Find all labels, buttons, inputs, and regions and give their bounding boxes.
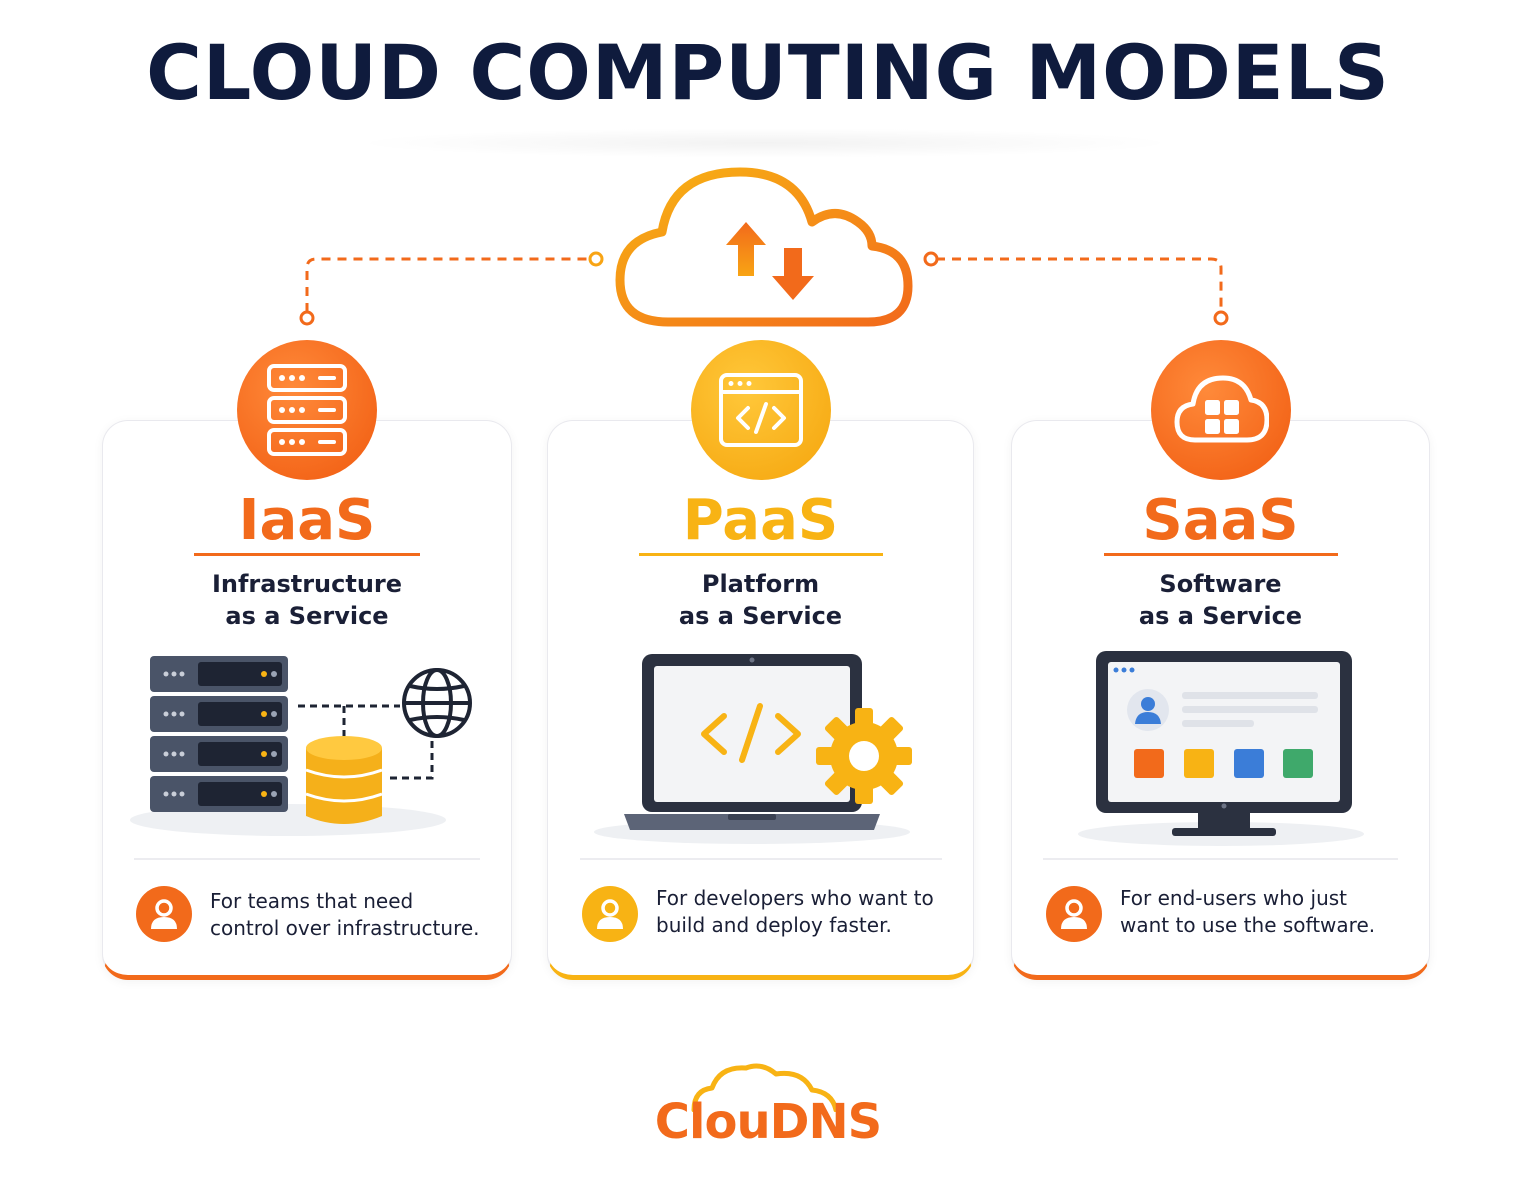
center-right-dot	[923, 251, 939, 267]
iaas-subtitle-line2: as a Service	[225, 602, 389, 630]
iaas-description: For teams that need control over infrast…	[210, 888, 500, 942]
gear-icon	[816, 708, 912, 804]
iaas-acronym: IaaS	[238, 488, 376, 553]
iaas-rule	[194, 553, 420, 556]
database-cylinder	[305, 736, 383, 824]
iaas-description-line2: control over infrastructure.	[210, 916, 480, 940]
brand-logo: ClouDNS	[654, 1094, 882, 1150]
paas-subtitle: Platform as a Service	[547, 568, 974, 632]
right-connector-dot	[1213, 310, 1229, 326]
server-rack-icon	[267, 364, 347, 456]
paas-description: For developers who want to build and dep…	[656, 885, 956, 939]
code-window-icon	[719, 373, 803, 447]
saas-description-line1: For end-users who just	[1120, 886, 1348, 910]
server-stack	[150, 656, 288, 812]
paas-subtitle-line2: as a Service	[678, 602, 843, 630]
right-connector	[936, 257, 1223, 312]
globe	[402, 668, 472, 738]
saas-user-icon	[1046, 886, 1102, 942]
saas-description-line2: want to use the software.	[1120, 913, 1376, 937]
iaas-badge	[237, 340, 377, 480]
paas-divider	[580, 858, 942, 860]
paas-description-line2: build and deploy faster.	[656, 913, 892, 937]
center-left-dot	[588, 251, 604, 267]
laptop-code-gear-icon	[594, 654, 912, 844]
paas-user-icon	[582, 886, 638, 942]
saas-description: For end-users who just want to use the s…	[1120, 885, 1410, 939]
iaas-divider	[134, 858, 480, 860]
paas-badge	[691, 340, 831, 480]
saas-badge	[1151, 340, 1291, 480]
saas-subtitle-line2: as a Service	[1138, 602, 1303, 630]
iaas-user-icon	[136, 886, 192, 942]
cloud-upload-download-icon	[615, 167, 913, 327]
left-connector	[305, 257, 590, 312]
iaas-subtitle-line1: Infrastructure	[211, 570, 403, 598]
title-shadow	[350, 128, 1180, 158]
iaas-subtitle: Infrastructure as a Service	[102, 568, 512, 632]
cloud-apps-icon	[1174, 375, 1269, 443]
paas-rule	[639, 553, 883, 556]
paas-description-line1: For developers who want to	[656, 886, 934, 910]
saas-rule	[1104, 553, 1338, 556]
brand-cloud-icon	[691, 1063, 839, 1112]
left-connector-dot	[299, 310, 315, 326]
servers-database-globe-icon	[130, 656, 472, 836]
network-lines	[298, 704, 434, 780]
paas-acronym: PaaS	[682, 488, 839, 553]
saas-acronym: SaaS	[1142, 488, 1299, 553]
monitor-apps-icon	[1078, 651, 1364, 846]
page-title: CLOUD COMPUTING MODELS	[146, 28, 1390, 117]
saas-subtitle: Software as a Service	[1011, 568, 1430, 632]
paas-subtitle-line1: Platform	[701, 570, 820, 598]
iaas-description-line1: For teams that need	[210, 889, 414, 913]
saas-divider	[1043, 858, 1398, 860]
saas-subtitle-line1: Software	[1159, 570, 1282, 598]
